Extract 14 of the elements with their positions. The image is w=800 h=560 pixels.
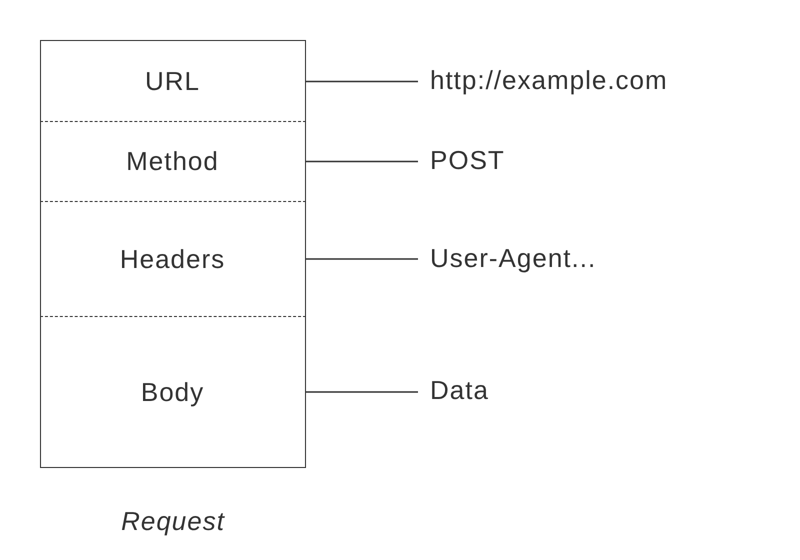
field-label: Body [140,376,204,408]
field-label: Headers [120,244,226,274]
field-label: URL [144,66,200,96]
request-box [40,40,306,468]
field-label: Method [126,146,219,177]
connector-line [304,258,418,260]
connector-line [304,80,418,82]
value-text: Data [430,374,489,406]
value-text: POST [430,144,505,176]
connector-line [304,160,418,162]
connector-line [304,391,418,393]
node-label: Request [120,506,226,537]
value-text: http://example.com [430,64,668,96]
value-text: User-Agent... [430,242,596,274]
